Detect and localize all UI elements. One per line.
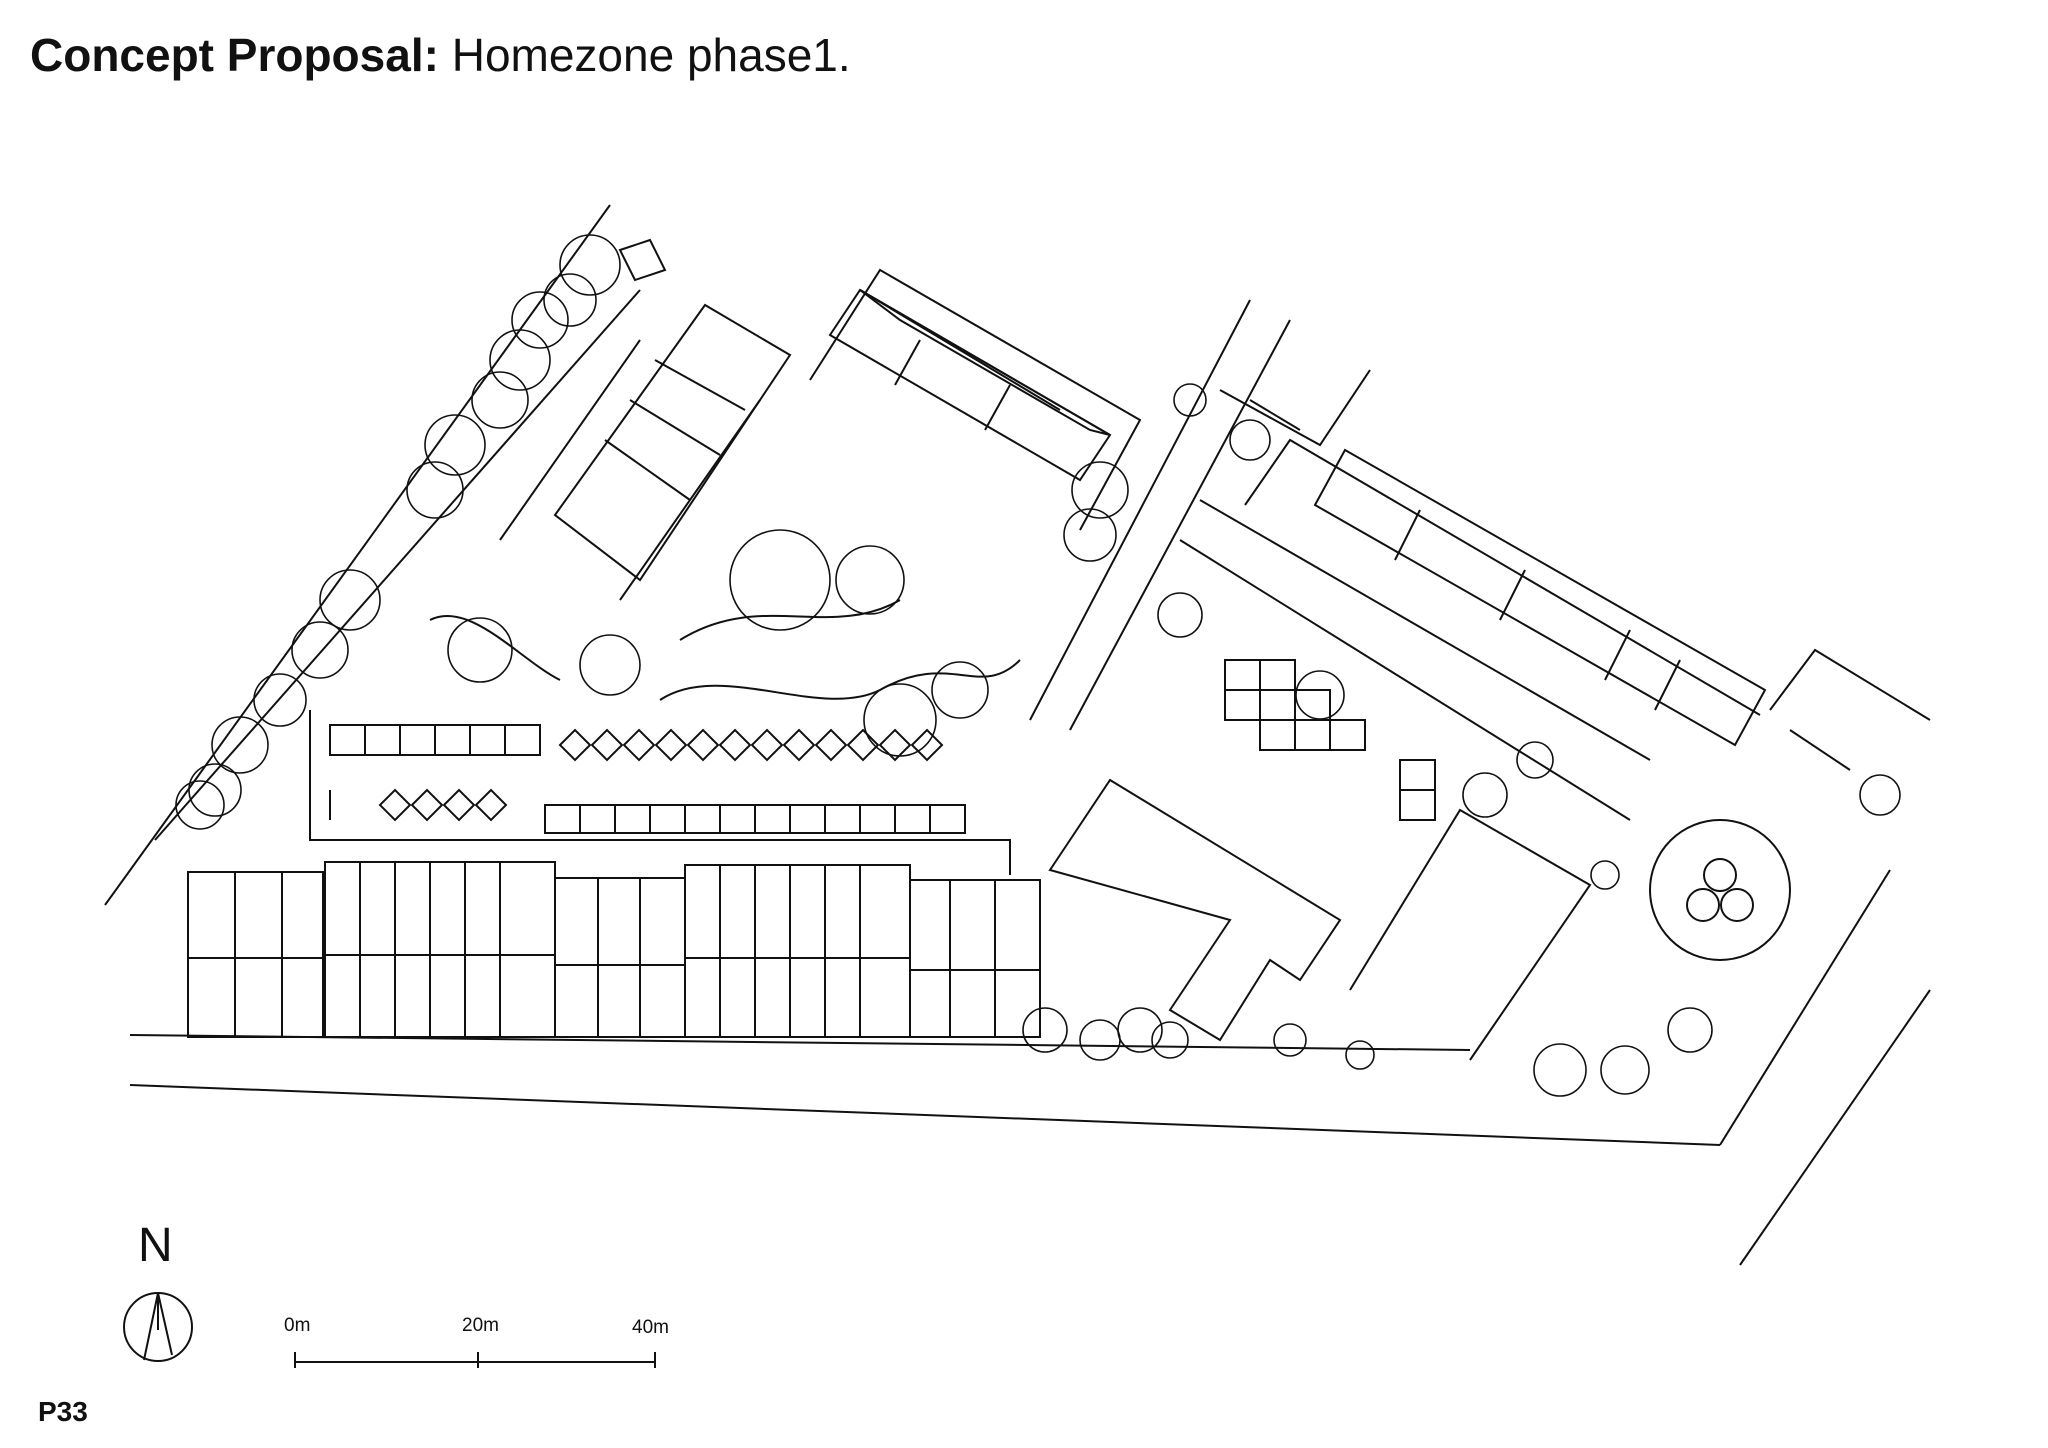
south-terrace — [187, 861, 1041, 1038]
central-road-branch — [1179, 499, 1651, 821]
title-bold-part: Concept Proposal: — [30, 29, 439, 81]
scale-bar — [294, 1352, 656, 1368]
title-regular-part: Homezone phase1. — [438, 29, 851, 81]
north-west-housing — [499, 238, 792, 601]
trees — [175, 234, 1901, 1097]
scale-label-40m: 40m — [632, 1317, 669, 1338]
west-path-edge — [154, 289, 641, 841]
page-title: Concept Proposal: Homezone phase1. — [30, 28, 851, 83]
east-road-edge-2 — [1739, 989, 1931, 1266]
north-arrow-icon — [123, 1292, 193, 1362]
diamond-parking — [378, 728, 944, 822]
north-letter: N — [138, 1219, 173, 1272]
central-building — [1048, 778, 1342, 1042]
shared-surface-curve — [659, 599, 1021, 701]
south-road-lower-edge — [129, 1084, 1721, 1146]
scale-label-0m: 0m — [284, 1315, 311, 1336]
page-number: P33 — [38, 1396, 88, 1427]
east-plot — [1349, 808, 1592, 1061]
roundabout — [1649, 819, 1791, 961]
parking-strip-north — [309, 710, 1011, 875]
west-boundary — [104, 204, 611, 906]
east-road-edge-1 — [1719, 869, 1891, 1146]
central-parking-cluster — [1224, 659, 1436, 821]
north-central-housing — [809, 268, 1142, 531]
north-east-housing — [1219, 369, 1931, 771]
scale-label-20m: 20m — [462, 1315, 499, 1336]
central-road — [1029, 299, 1291, 731]
